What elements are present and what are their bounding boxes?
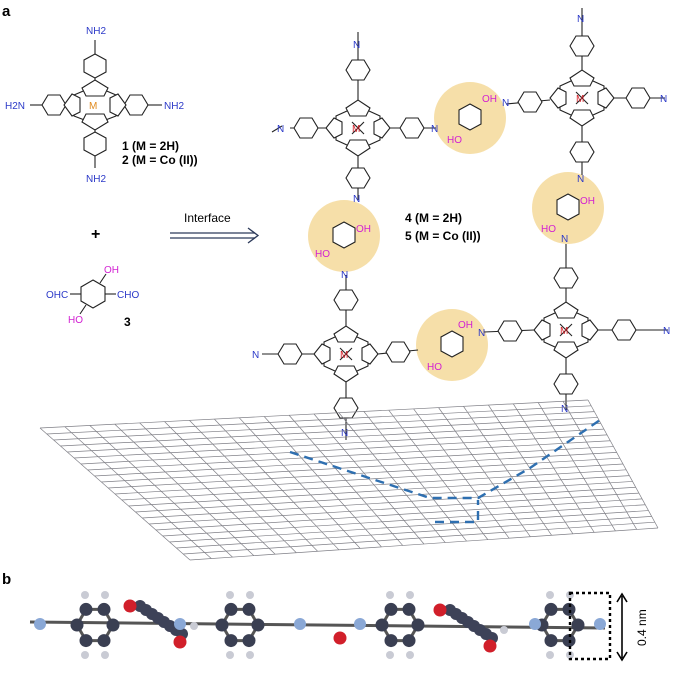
arrow-label: Interface [184, 211, 231, 225]
compound-label-3: 3 [124, 315, 131, 329]
porphyrin-node-bottom-right [483, 244, 668, 410]
imine-n-10: N [561, 234, 568, 245]
plus-sign: + [91, 226, 100, 243]
cof-sheet-grid [39, 399, 659, 561]
aldehyde-oh-bottom: HO [68, 315, 83, 326]
linker-ho-right: HO [541, 224, 556, 235]
imine-n-9: N [341, 270, 348, 281]
linker-ho-bottom: HO [427, 362, 442, 373]
scale-bracket [568, 591, 628, 662]
imine-n-6: N [660, 94, 667, 105]
dialdehyde-monomer [70, 273, 116, 315]
imine-n-3: N [277, 124, 284, 135]
imine-n-12: N [478, 328, 485, 339]
zoom-guide-lines [289, 419, 601, 524]
product-metal-bl: M [340, 350, 348, 361]
compound-label-1: 1 (M = 2H) [122, 139, 179, 153]
porphyrin-node-top-right [505, 8, 665, 175]
imine-n-4: N [431, 124, 438, 135]
amine-left: H2N [5, 101, 25, 112]
linker-ho-top: HO [447, 135, 462, 146]
imine-n-11: N [252, 350, 259, 361]
reaction-arrow [170, 227, 260, 244]
linker-oh-left: OH [356, 224, 371, 235]
scale-label: 0.4 nm [635, 609, 649, 646]
porphyrin-monomer: M [30, 40, 162, 168]
imine-n-2: N [577, 14, 584, 25]
amine-top: NH2 [86, 26, 106, 37]
imine-n-8: N [577, 174, 584, 185]
panel-label-a: a [2, 3, 11, 20]
panel-label-b: b [2, 571, 11, 588]
product-metal-br: M [560, 326, 568, 337]
product-metal-tr: M [576, 94, 584, 105]
imine-n-7: N [353, 194, 360, 205]
linker-oh-top: OH [482, 94, 497, 105]
ball-and-stick-model [29, 591, 606, 659]
imine-n-13: N [663, 326, 670, 337]
porphyrin-node-bottom-left [262, 275, 419, 440]
aldehyde-left: OHC [46, 290, 68, 301]
imine-n-15: N [561, 404, 568, 415]
aldehyde-right: CHO [117, 290, 139, 301]
aldehyde-oh-top: OH [104, 265, 119, 276]
compound-label-2: 2 (M = Co (II)) [122, 153, 198, 167]
linker-oh-right: OH [580, 196, 595, 207]
compound-label-5: 5 (M = Co (II)) [405, 229, 481, 243]
imine-n-5: N [502, 98, 509, 109]
monomer-metal: M [89, 101, 97, 112]
product-metal-tl: M [352, 124, 360, 135]
linker-oh-bottom: OH [458, 320, 473, 331]
linker-rings [332, 103, 580, 358]
imine-n-14: N [341, 428, 348, 439]
imine-n-1: N [353, 40, 360, 51]
amine-bottom: NH2 [86, 174, 106, 185]
amine-right: NH2 [164, 101, 184, 112]
compound-label-4: 4 (M = 2H) [405, 211, 462, 225]
linker-ho-left: HO [315, 249, 330, 260]
porphyrin-node-top-left [271, 32, 436, 200]
